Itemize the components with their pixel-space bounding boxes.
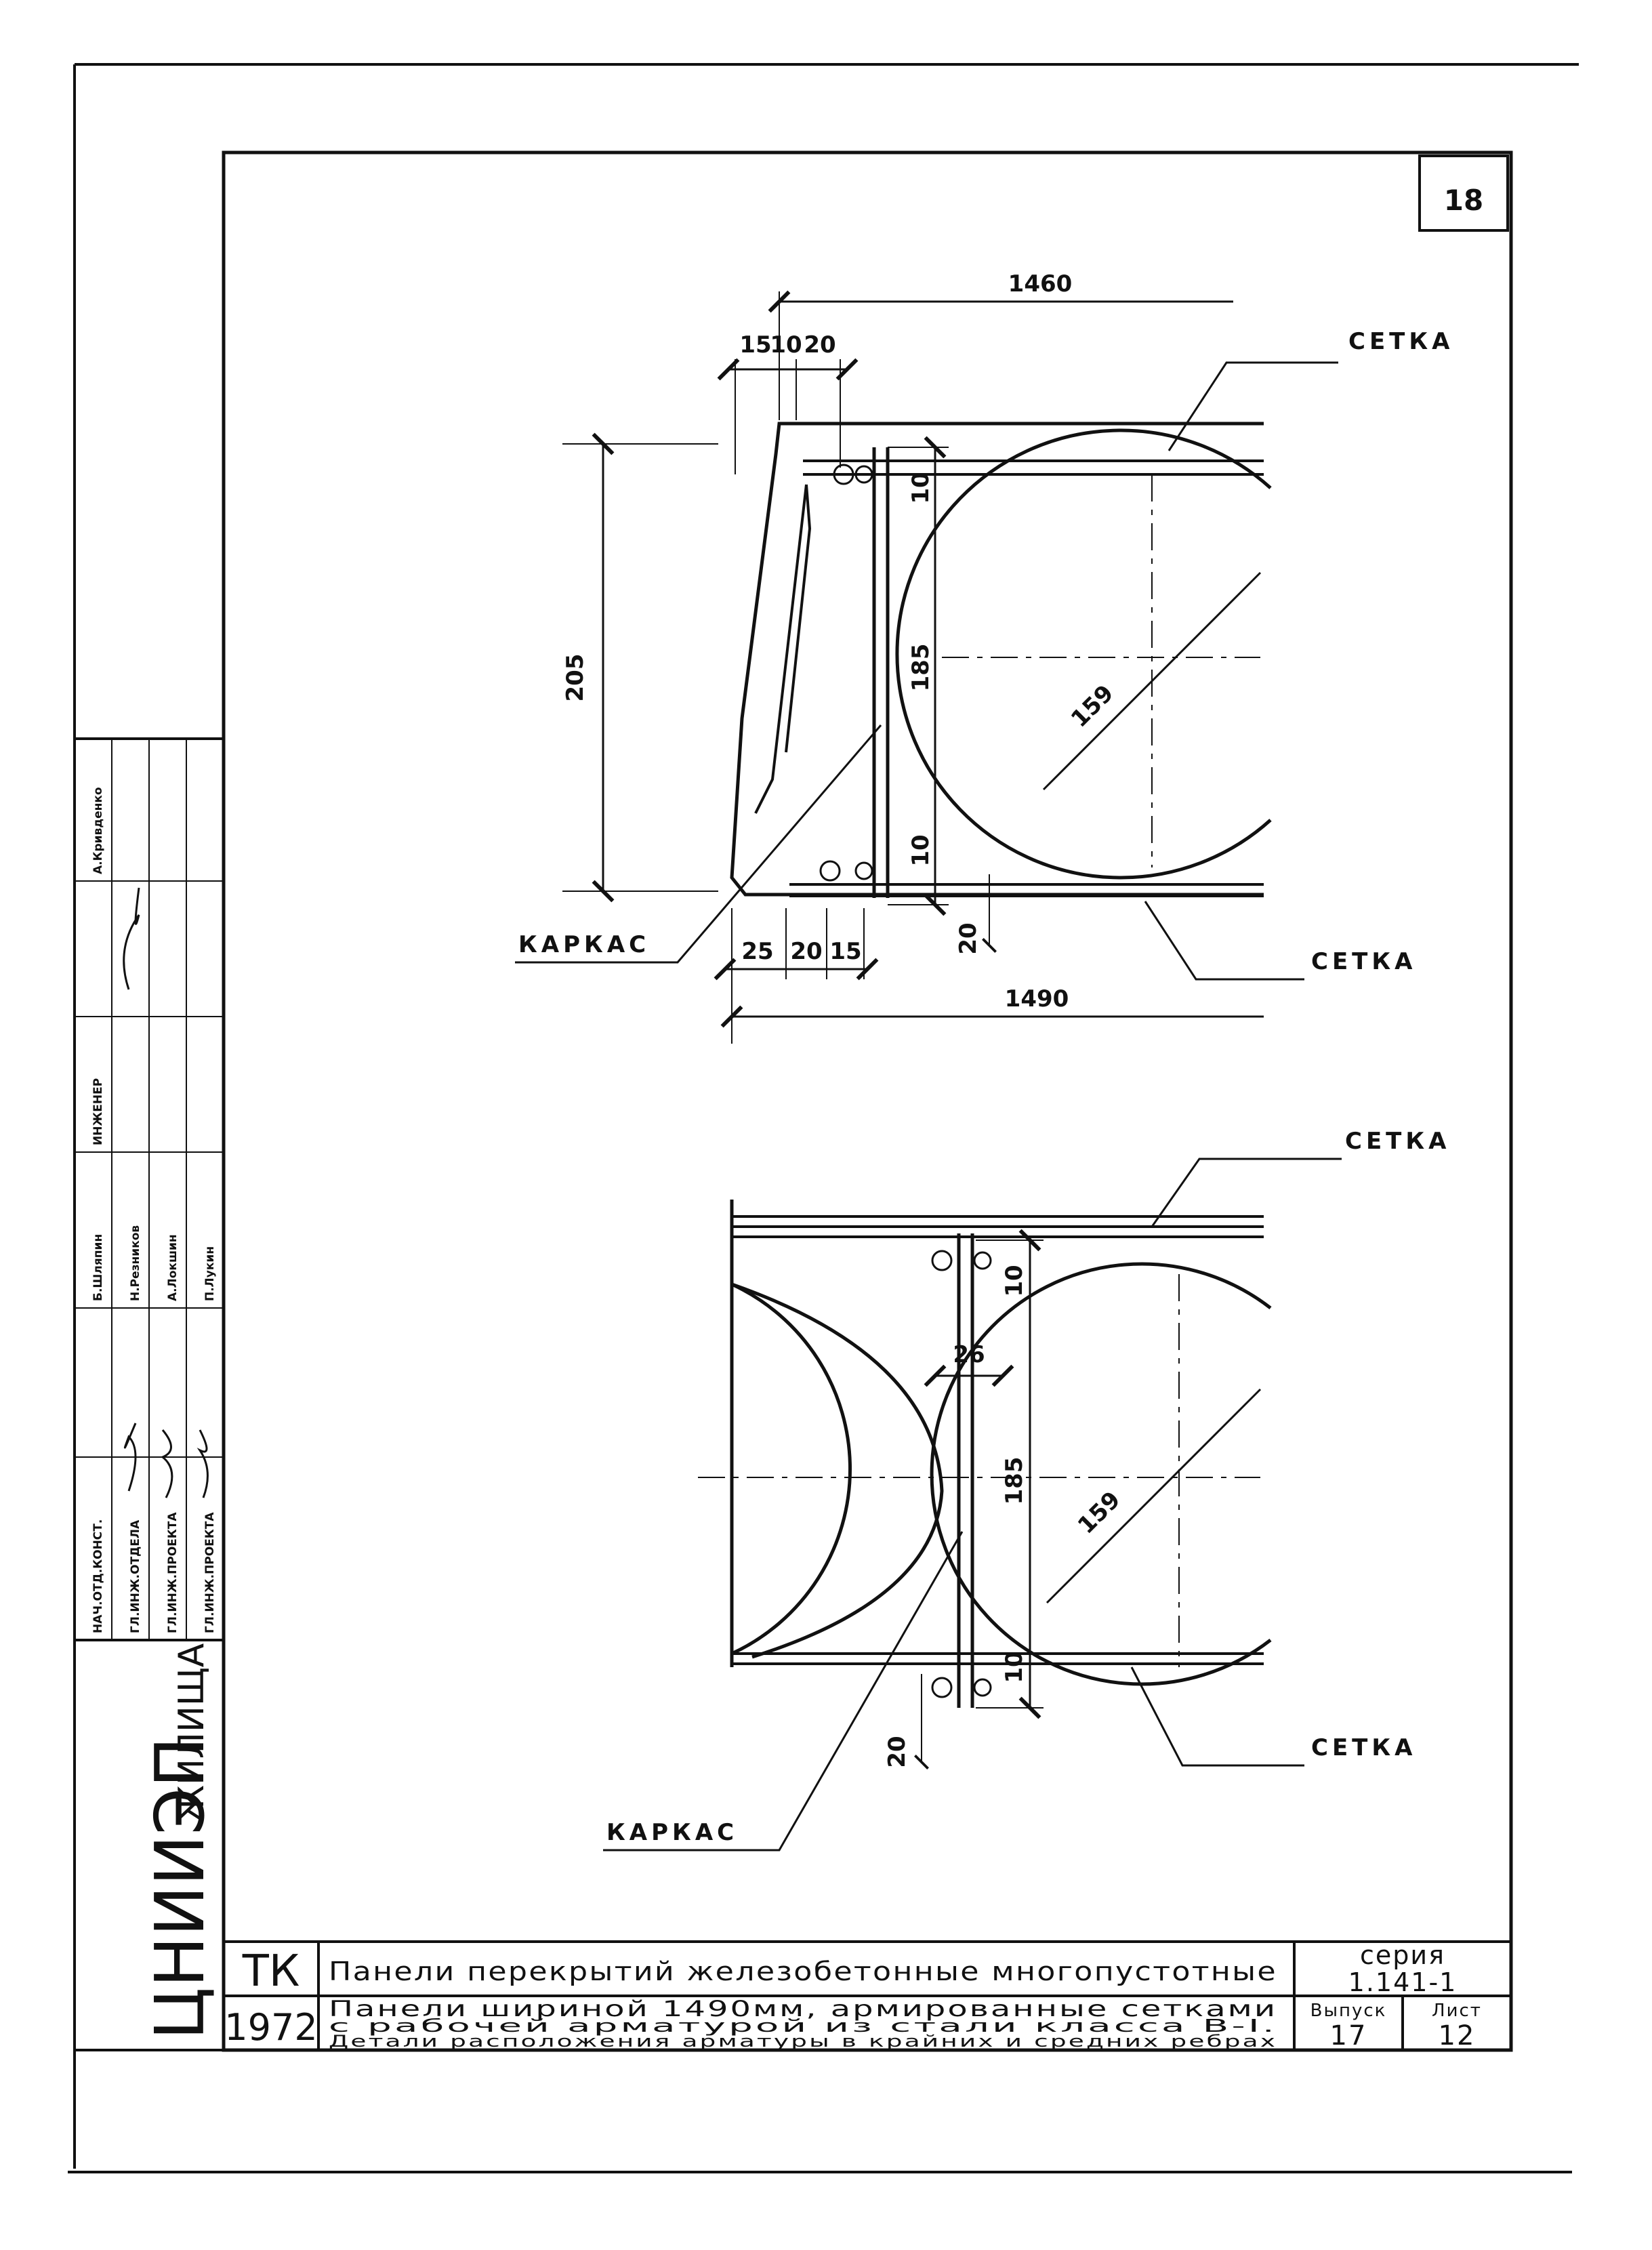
stamp-title-2: ГЛ.ИНЖ.ОТДЕЛА	[129, 1519, 142, 1633]
tb-series-title: Панели перекрытий железобетонные многопу…	[329, 1957, 1277, 1986]
signatures	[123, 887, 209, 1498]
dim-rib: 26	[953, 1341, 985, 1368]
org-suffix: ЖИЛИЩА	[171, 1643, 212, 1823]
dim-width-bottom: 1490	[1005, 985, 1069, 1012]
dim-bottom-20-2: 20	[884, 1736, 911, 1767]
title-block-text: ТК 1972 Панели перекрытий железобетонные…	[224, 1940, 1482, 2051]
dim-cover-bottom-2: 10	[1001, 1651, 1028, 1683]
tb-code: ТК	[242, 1946, 300, 1997]
dim-b25: 25	[741, 938, 773, 965]
sheet-number: 18	[1444, 184, 1483, 217]
dim-cover-bottom: 10	[907, 834, 934, 866]
bottom-section	[603, 1158, 1342, 1852]
stamp-title-1: НАЧ.ОТД.КОНСТ.	[91, 1519, 105, 1633]
label-frame-2: КАРКАС	[606, 1819, 738, 1846]
label-mesh-top-2: СЕТКА	[1345, 1128, 1450, 1155]
top-section-text: 1460 15 10 20 СЕТКА 205 10 185 10 159 20…	[518, 270, 1453, 1012]
dim-bottom-20: 20	[955, 922, 982, 954]
sheet-frame	[68, 63, 1579, 2173]
dim-b20: 20	[790, 938, 822, 965]
dim-cover-top-2: 10	[1001, 1265, 1028, 1296]
dim-void-height-2: 185	[1001, 1457, 1028, 1505]
stamp-text: НАЧ.ОТД.КОНСТ. ГЛ.ИНЖ.ОТДЕЛА ГЛ.ИНЖ.ПРОЕ…	[91, 787, 220, 2040]
tb-issue-label: Выпуск	[1310, 2001, 1387, 2021]
title-block	[224, 1940, 1511, 2050]
dim-20: 20	[804, 331, 835, 359]
dim-diameter: 159	[1066, 680, 1119, 733]
stamp-role: ИНЖЕНЕР	[91, 1078, 105, 1145]
dim-width-top: 1460	[1008, 270, 1073, 298]
dim-height-total: 205	[562, 654, 589, 702]
dim-10: 10	[770, 331, 802, 359]
label-frame: КАРКАС	[518, 931, 650, 958]
bottom-section-text: СЕТКА 26 10 185 159 10 20 СЕТКА КАРКАС	[606, 1128, 1450, 1846]
stamp-name-3: А.Локшин	[166, 1234, 180, 1301]
label-mesh-bottom-2: СЕТКА	[1311, 1734, 1416, 1761]
tb-sheet-value: 12	[1439, 2020, 1476, 2051]
tb-description-3: Детали расположения арматуры в крайних и…	[329, 2032, 1277, 2051]
stamp-title-4: ГЛ.ИНЖ.ПРОЕКТА	[203, 1512, 217, 1633]
org-name: ЦНИИЭП	[140, 1737, 220, 2040]
top-section	[515, 290, 1338, 1044]
tb-sheet-label: Лист	[1432, 2001, 1482, 2021]
stamp-role-name: А.Кривденко	[91, 787, 105, 874]
dim-15: 15	[739, 331, 771, 359]
stamp-name-1: Б.Шляпин	[91, 1234, 105, 1301]
tb-description-1: Панели шириной 1490мм, армированные сетк…	[329, 1996, 1277, 2022]
tb-year: 1972	[224, 2006, 317, 2049]
tb-series-label: серия	[1360, 1940, 1445, 1970]
stamp-name-4: П.Лукин	[203, 1246, 217, 1301]
stamp-strip	[73, 737, 225, 2051]
dim-b15: 15	[829, 938, 861, 965]
tb-issue-number: 17	[1330, 2020, 1367, 2051]
stamp-name-2: Н.Резников	[129, 1225, 142, 1301]
label-mesh-top: СЕТКА	[1348, 328, 1453, 355]
stamp-title-3: ГЛ.ИНЖ.ПРОЕКТА	[166, 1512, 180, 1633]
tb-description-2: с рабочей арматурой из стали класса В-I.	[329, 2016, 1277, 2037]
sheet-number-box: 18	[1418, 155, 1509, 232]
dim-void-height: 185	[907, 644, 934, 692]
dim-cover-top: 10	[907, 472, 934, 504]
label-mesh-bottom: СЕТКА	[1311, 948, 1416, 975]
tb-series-number: 1.141-1	[1348, 1967, 1458, 1997]
